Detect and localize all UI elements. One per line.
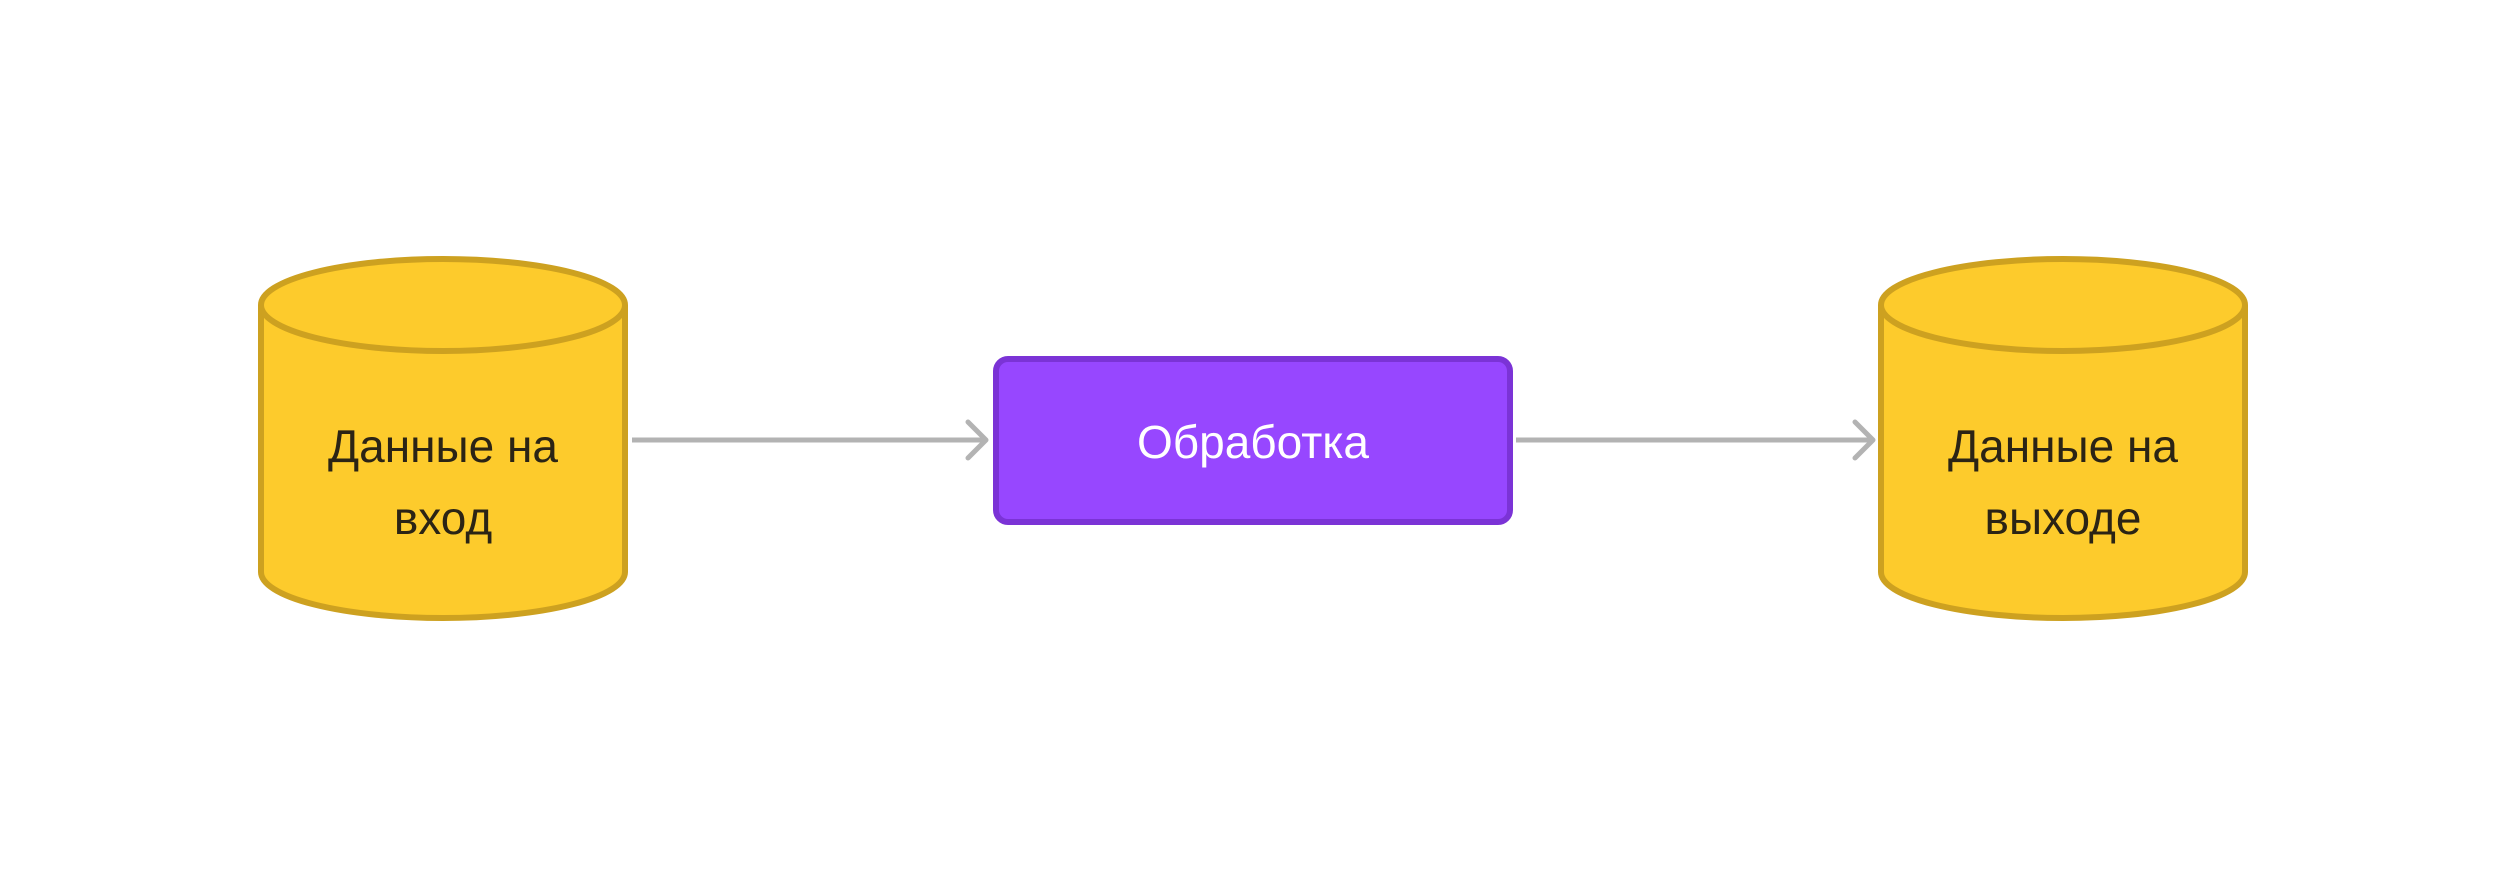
arrowhead-icon: [965, 419, 989, 461]
output-node-label-line1: Данные на: [1948, 420, 2178, 472]
process-node-label: Обработка: [1137, 416, 1369, 468]
input-cylinder-top: [258, 256, 628, 354]
output-node-label-line2: выходе: [1985, 492, 2142, 544]
input-node-label-line1: Данные на: [328, 420, 558, 472]
arrowhead-icon: [1852, 419, 1876, 461]
output-data-node[interactable]: Данные на выходе: [1878, 256, 2248, 621]
output-cylinder-body: [1878, 305, 2248, 621]
input-cylinder-body: [258, 305, 628, 621]
edge-process-to-output[interactable]: [1516, 419, 1876, 461]
edge-input-to-process[interactable]: [632, 419, 989, 461]
process-node[interactable]: Обработка: [993, 356, 1513, 525]
process-rect: [993, 356, 1513, 525]
output-cylinder-top: [1878, 256, 2248, 354]
input-node-label-line2: вход: [394, 492, 492, 544]
input-data-node[interactable]: Данные на вход: [258, 256, 628, 621]
